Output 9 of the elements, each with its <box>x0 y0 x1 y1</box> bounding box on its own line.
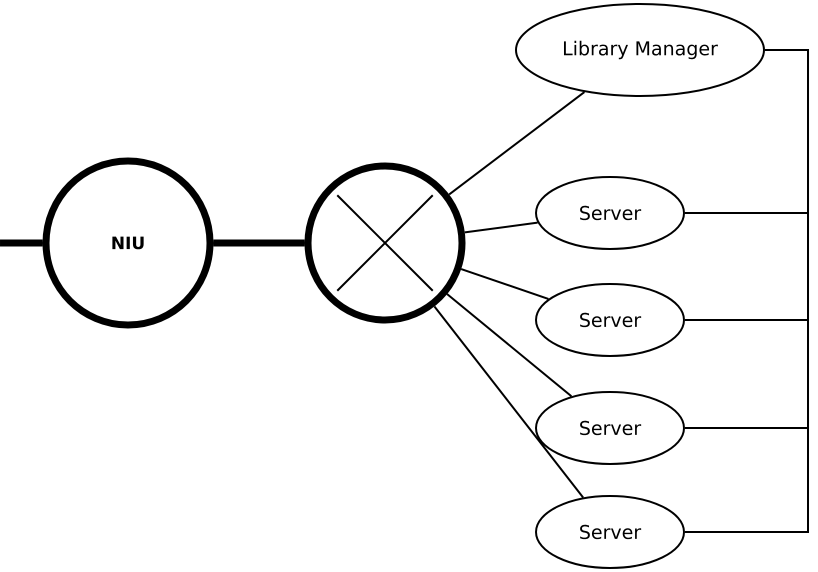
connector-line <box>214 240 304 246</box>
crossbar-switch-circle <box>304 162 466 324</box>
connector-line <box>434 306 584 498</box>
connector-line <box>460 268 549 300</box>
connector-line <box>0 240 42 246</box>
bus-line <box>685 49 809 533</box>
connector-line <box>446 293 572 398</box>
connector-line <box>448 91 585 196</box>
connector-line <box>464 222 538 234</box>
